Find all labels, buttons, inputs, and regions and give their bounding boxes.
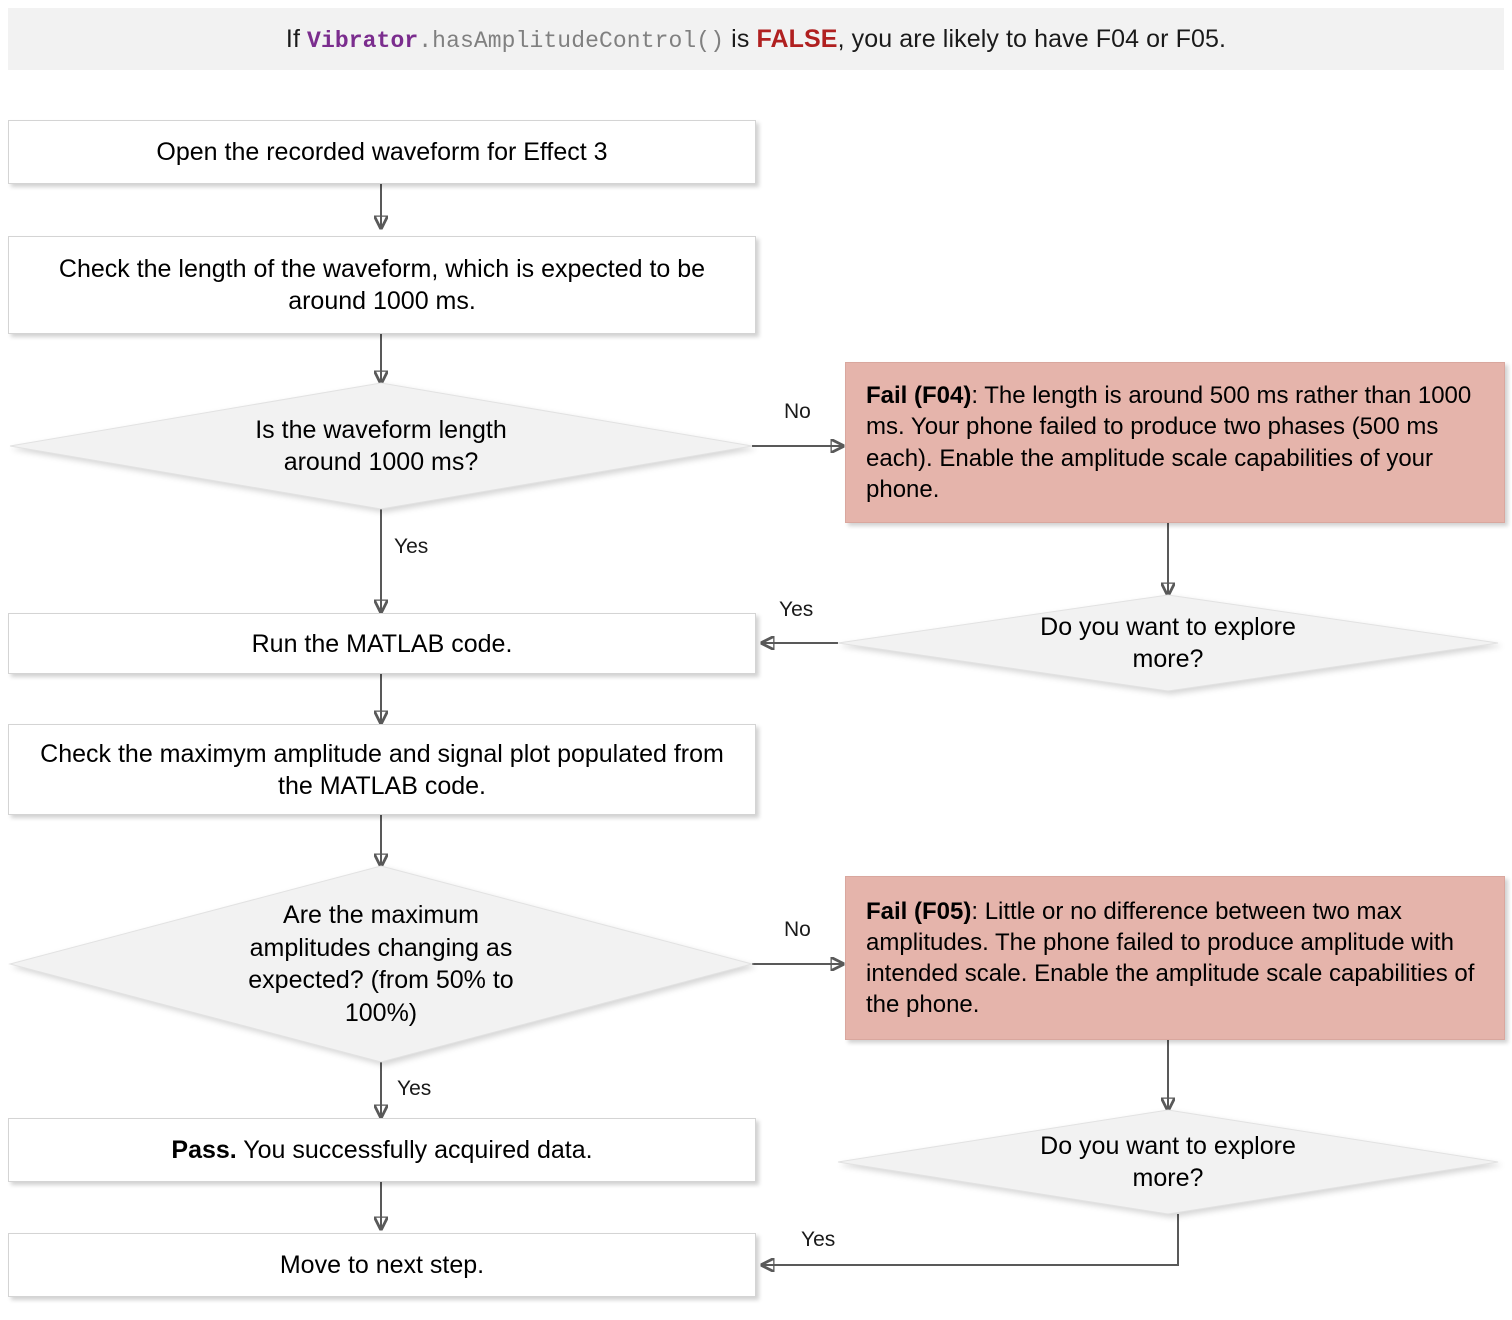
- node-run-matlab[interactable]: Run the MATLAB code.: [8, 613, 756, 674]
- explore-more-1-shape: [837, 594, 1499, 692]
- edge-label-explore2-yes: Yes: [801, 1228, 836, 1251]
- node-fail-f04-text: Fail (F04): The length is around 500 ms …: [866, 380, 1486, 505]
- node-pass-body: You successfully acquired data.: [236, 1136, 593, 1164]
- edge-label-amplitude-no: No: [784, 918, 811, 941]
- decide-amplitude-shape: [8, 865, 754, 1063]
- edge-label-length-yes: Yes: [394, 535, 429, 558]
- decide-length-shape: [9, 382, 753, 510]
- banner-method-name: .hasAmplitudeControl(): [418, 27, 725, 54]
- node-decide-length[interactable]: Is the waveform length around 1000 ms?: [9, 382, 753, 510]
- node-fail-f04-body: : The length is around 500 ms rather tha…: [866, 382, 1472, 503]
- node-fail-f05-bold: Fail (F05): [866, 897, 972, 925]
- node-decide-amplitude[interactable]: Are the maximum amplitudes changing as e…: [8, 865, 754, 1063]
- edge-label-explore1-yes: Yes: [779, 598, 814, 621]
- edge-label-amplitude-yes: Yes: [397, 1077, 432, 1100]
- node-open-waveform[interactable]: Open the recorded waveform for Effect 3: [8, 120, 756, 184]
- node-pass-bold: Pass.: [171, 1136, 237, 1164]
- node-check-amplitude[interactable]: Check the maximym amplitude and signal p…: [8, 724, 756, 815]
- node-pass-text: Pass. You successfully acquired data.: [171, 1134, 592, 1166]
- banner-class-name: Vibrator: [307, 27, 419, 54]
- node-fail-f04-bold: Fail (F04): [866, 382, 972, 410]
- node-explore-more-1[interactable]: Do you want to explore more?: [837, 594, 1499, 692]
- node-open-waveform-label: Open the recorded waveform for Effect 3: [156, 138, 608, 166]
- node-run-matlab-label: Run the MATLAB code.: [251, 629, 513, 658]
- header-banner: If Vibrator.hasAmplitudeControl() is FAL…: [8, 8, 1504, 70]
- node-fail-f05-text: Fail (F05): Little or no difference betw…: [866, 896, 1486, 1021]
- node-fail-f04[interactable]: Fail (F04): The length is around 500 ms …: [845, 362, 1505, 523]
- banner-prefix: If: [285, 24, 308, 53]
- node-check-length[interactable]: Check the length of the waveform, which …: [8, 236, 756, 334]
- node-check-amplitude-label: Check the maximym amplitude and signal p…: [40, 739, 724, 800]
- explore-more-2-shape: [837, 1109, 1499, 1215]
- banner-false-keyword: FALSE: [756, 24, 838, 53]
- node-fail-f05-body: : Little or no difference between two ma…: [866, 897, 1475, 1019]
- banner-text: If Vibrator.hasAmplitudeControl() is FAL…: [286, 25, 1226, 54]
- banner-suffix: , you are likely to have F04 or F05.: [837, 24, 1227, 53]
- node-next-step-label: Move to next step.: [279, 1251, 485, 1279]
- node-check-length-label: Check the length of the waveform, which …: [58, 255, 706, 315]
- edge-label-length-no: No: [784, 400, 811, 423]
- node-fail-f05[interactable]: Fail (F05): Little or no difference betw…: [845, 876, 1505, 1040]
- banner-middle: is: [724, 24, 757, 53]
- node-explore-more-2[interactable]: Do you want to explore more?: [837, 1109, 1499, 1215]
- node-next-step[interactable]: Move to next step.: [8, 1233, 756, 1297]
- node-pass[interactable]: Pass. You successfully acquired data.: [8, 1118, 756, 1182]
